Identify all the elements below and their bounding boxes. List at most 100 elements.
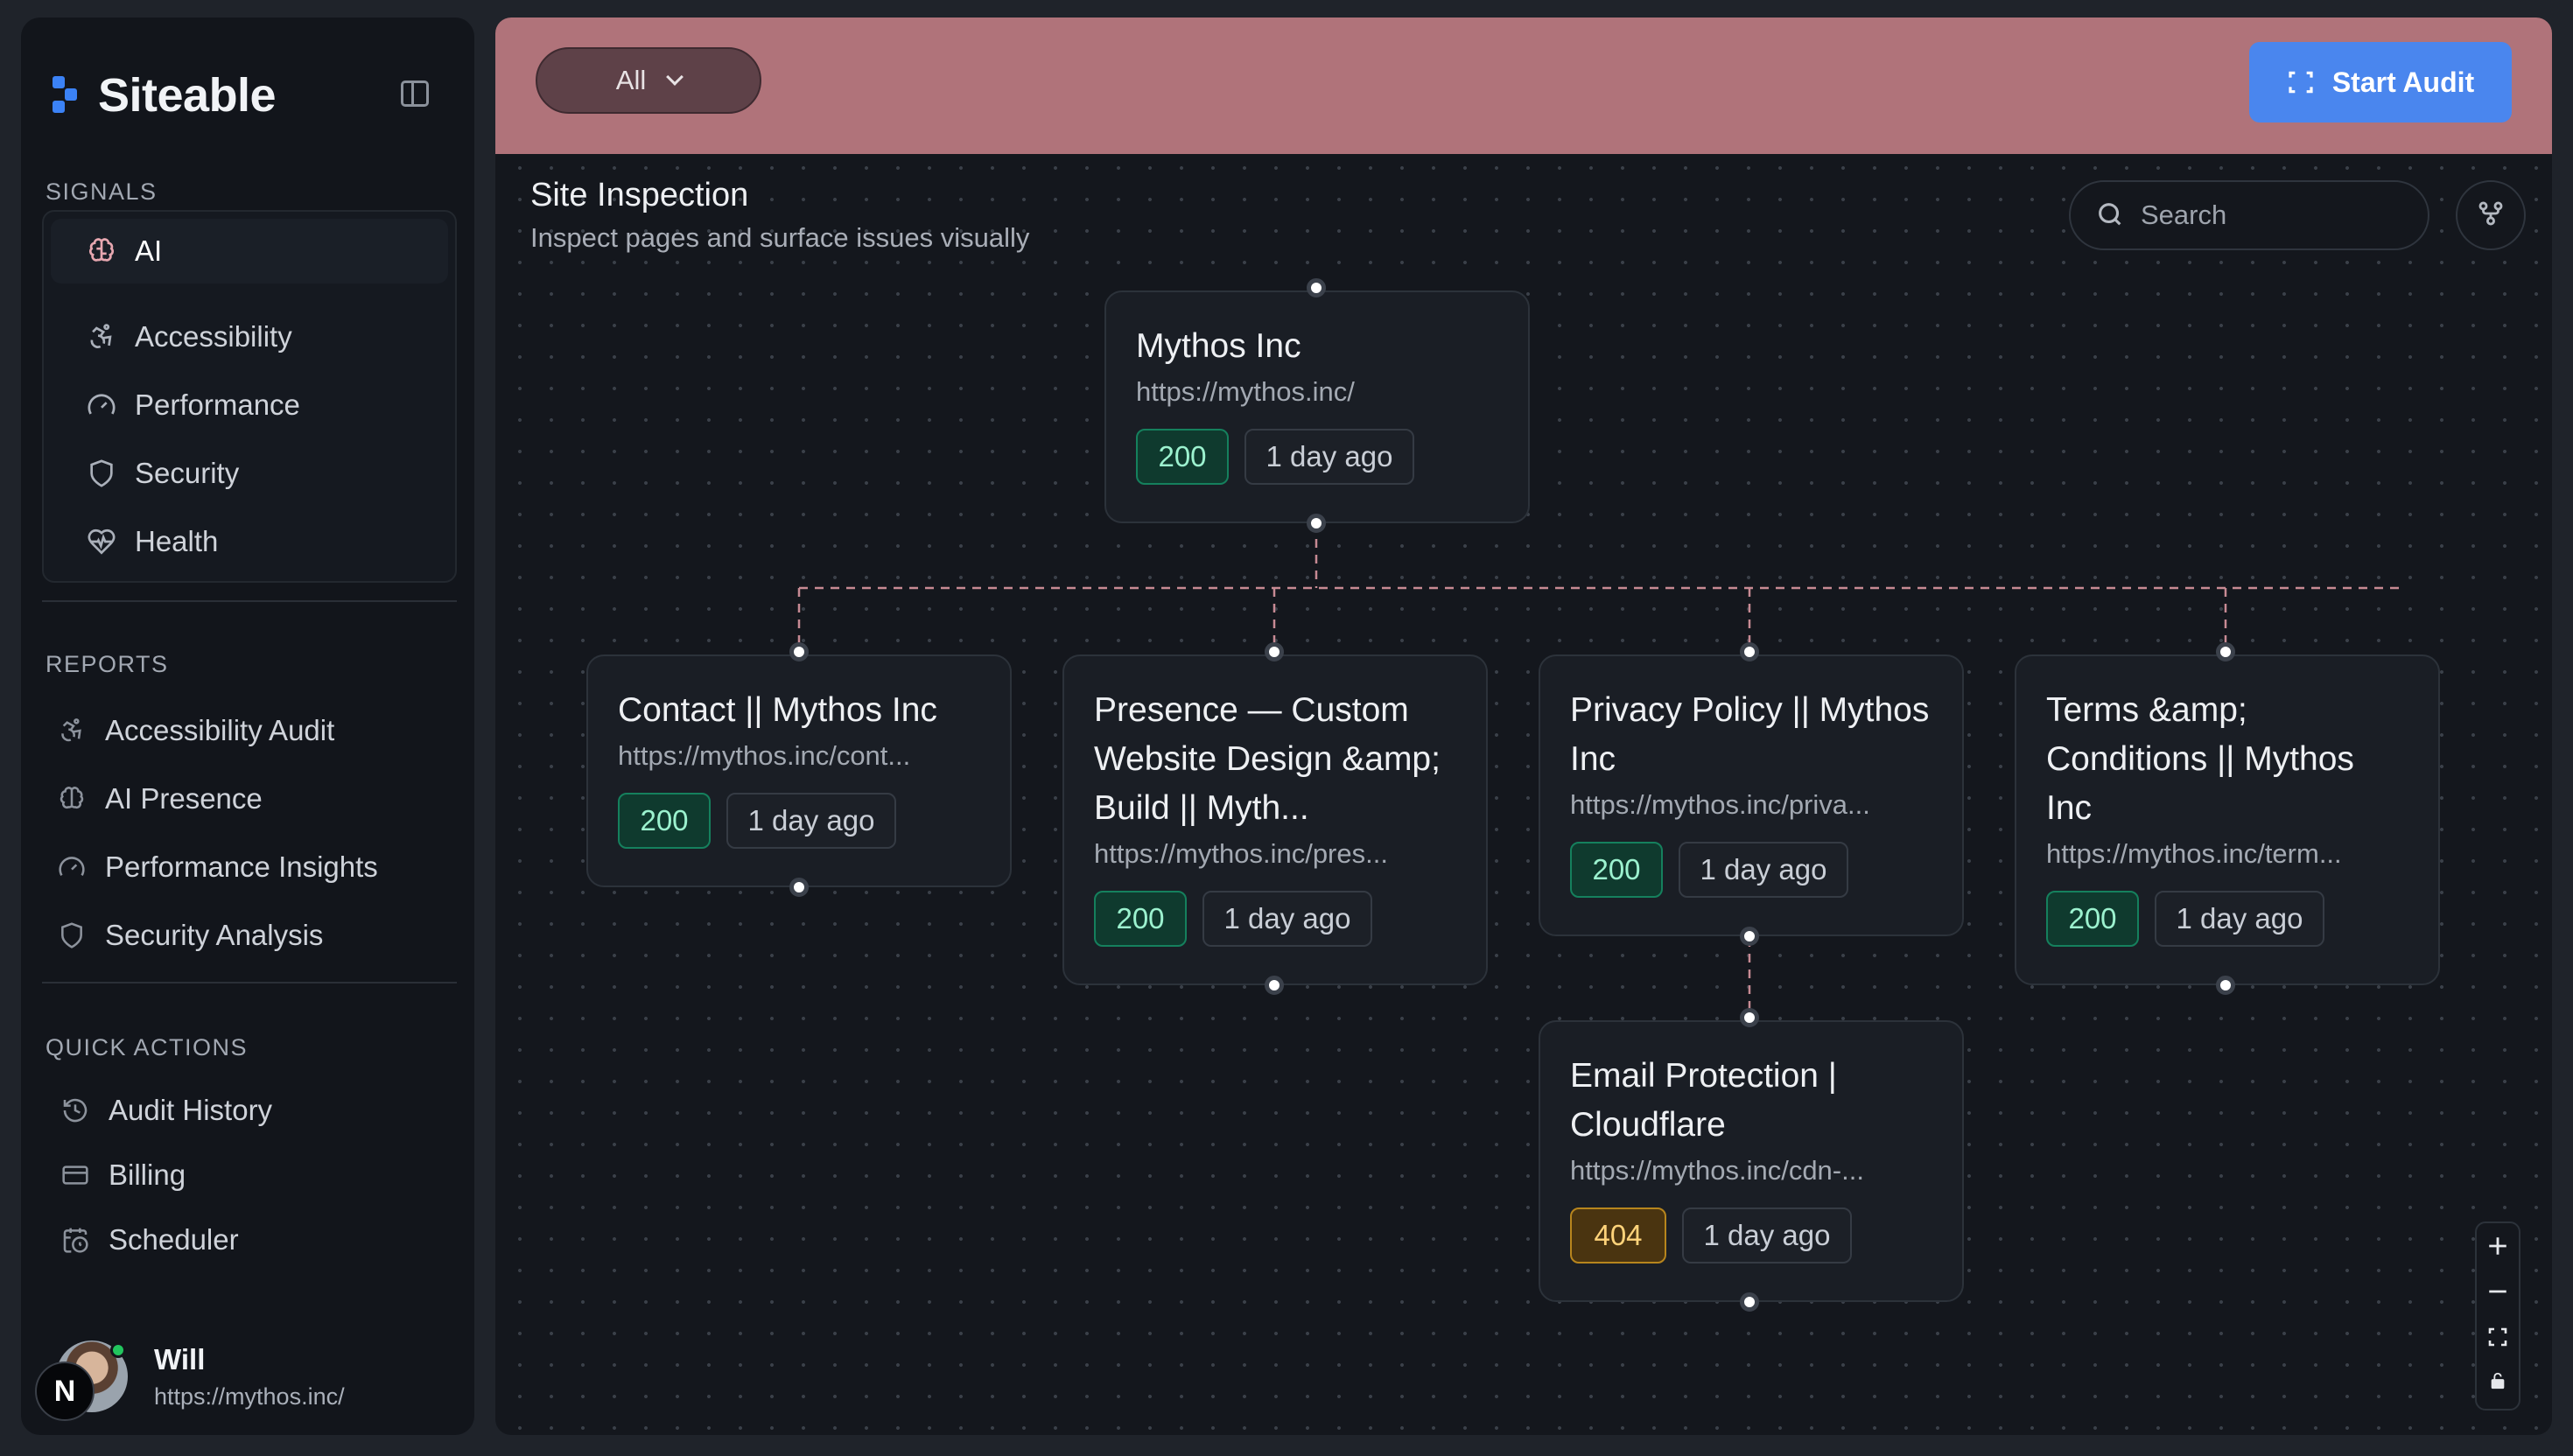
brand[interactable]: Siteable [53,68,277,122]
zoom-out-button[interactable] [2477,1269,2519,1314]
status-badge: 200 [1094,891,1187,947]
lock-icon [2488,1371,2507,1395]
quick-scheduler[interactable]: Scheduler [60,1223,239,1256]
start-audit-label: Start Audit [2331,66,2475,98]
report-label: Security Analysis [105,919,324,951]
node-title: Presence — Custom Website Design &amp; B… [1094,691,1441,827]
calendar-clock-icon [60,1224,91,1256]
node-handle[interactable] [1740,642,1759,662]
time-badge: 1 day ago [1682,1208,1852,1264]
n-badge[interactable]: N [35,1362,95,1421]
user-profile[interactable]: Will https://mythos.inc/ [56,1340,345,1412]
start-audit-button[interactable]: Start Audit [2249,42,2512,122]
time-badge: 1 day ago [1679,842,1848,898]
sidebar-item-label: Security [135,457,240,489]
siteable-logo-icon [53,76,81,115]
online-status-dot [110,1342,126,1358]
app-name: Siteable [98,69,277,122]
quick-audit-history[interactable]: Audit History [60,1094,272,1127]
tree-edges [797,523,2401,1017]
heart-pulse-icon [86,526,117,557]
status-badge: 200 [1570,842,1663,898]
page-node-terms[interactable]: Terms &amp; Conditions || Mythos Inc htt… [2015,654,2440,985]
report-label: Performance Insights [105,850,378,883]
node-handle[interactable] [1265,642,1284,662]
search-input[interactable]: Search [2069,180,2429,250]
page-node-presence[interactable]: Presence — Custom Website Design &amp; B… [1062,654,1488,985]
divider [42,600,457,602]
status-badge: 200 [618,793,711,849]
divider [42,982,457,984]
page-node-email-protection[interactable]: Email Protection | Cloudflare https://my… [1539,1020,1964,1302]
node-url: https://mythos.inc/cdn-... [1570,1155,1864,1186]
node-handle[interactable] [2216,642,2235,662]
accessibility-icon [56,715,88,746]
time-badge: 1 day ago [1244,429,1414,485]
sidebar-item-accessibility[interactable]: Accessibility [86,320,292,354]
accessibility-icon [86,321,117,353]
node-handle[interactable] [1740,1292,1759,1312]
report-accessibility-audit[interactable]: Accessibility Audit [56,714,334,747]
node-title: Email Protection | Cloudflare [1570,1057,1837,1144]
node-handle[interactable] [1307,278,1326,298]
shield-icon [86,458,117,489]
sidebar-item-health[interactable]: Health [86,525,218,558]
quick-billing[interactable]: Billing [60,1158,186,1192]
node-handle[interactable] [1740,1008,1759,1027]
credit-card-icon [60,1159,91,1191]
scan-icon [2287,68,2315,96]
node-title: Mythos Inc [1136,327,1301,365]
node-handle[interactable] [789,878,809,897]
node-handle[interactable] [1265,976,1284,995]
time-badge: 1 day ago [2155,891,2324,947]
fit-view-button[interactable] [2477,1314,2519,1360]
quick-action-label: Billing [109,1158,186,1191]
sidebar-item-label: Accessibility [135,320,292,353]
sidebar-item-ai[interactable]: AI [51,219,448,284]
sidebar: Siteable SIGNALS AI Accessibility Perfor… [21,18,474,1435]
brain-icon [56,783,88,815]
zoom-controls [2475,1222,2520,1410]
node-url: https://mythos.inc/priva... [1570,789,1870,820]
page-node-root[interactable]: Mythos Inc https://mythos.inc/ 200 1 day… [1104,290,1530,523]
layout-graph-button[interactable] [2456,180,2526,250]
page-node-contact[interactable]: Contact || Mythos Inc https://mythos.inc… [586,654,1012,887]
filter-value: All [615,65,647,95]
sidebar-item-performance[interactable]: Performance [86,388,300,422]
filter-dropdown[interactable]: All [536,47,761,114]
time-badge: 1 day ago [1202,891,1372,947]
status-badge: 200 [1136,429,1229,485]
zoom-in-button[interactable] [2477,1223,2519,1269]
status-badge: 200 [2046,891,2139,947]
node-handle[interactable] [789,642,809,662]
shield-icon [56,920,88,951]
history-icon [60,1095,91,1126]
report-performance-insights[interactable]: Performance Insights [56,850,378,884]
sidebar-item-label: Health [135,525,219,557]
report-ai-presence[interactable]: AI Presence [56,782,263,816]
time-badge: 1 day ago [726,793,896,849]
network-icon [2476,199,2506,233]
page-subtitle: Inspect pages and surface issues visuall… [530,222,1030,253]
sidebar-toggle-icon[interactable] [401,80,429,107]
search-placeholder: Search [2141,200,2227,230]
node-url: https://mythos.inc/cont... [618,740,911,771]
report-security-analysis[interactable]: Security Analysis [56,919,323,952]
section-label-reports: REPORTS [46,651,169,677]
node-handle[interactable] [1307,514,1326,533]
node-handle[interactable] [2216,976,2235,995]
user-site-url: https://mythos.inc/ [154,1382,345,1410]
quick-action-label: Scheduler [109,1223,239,1256]
lock-button[interactable] [2477,1360,2519,1405]
report-label: AI Presence [105,782,263,815]
node-url: https://mythos.inc/term... [2046,838,2342,869]
search-icon [2095,200,2127,231]
node-title: Privacy Policy || Mythos Inc [1570,691,1930,778]
page-node-privacy[interactable]: Privacy Policy || Mythos Inc https://myt… [1539,654,1964,936]
node-handle[interactable] [1740,927,1759,946]
gauge-icon [86,389,117,421]
top-bar: All Start Audit [495,18,2552,154]
node-title: Contact || Mythos Inc [618,691,937,729]
sidebar-item-security[interactable]: Security [86,457,239,490]
main-canvas[interactable]: All Start Audit Site Inspection Inspect … [495,18,2552,1435]
